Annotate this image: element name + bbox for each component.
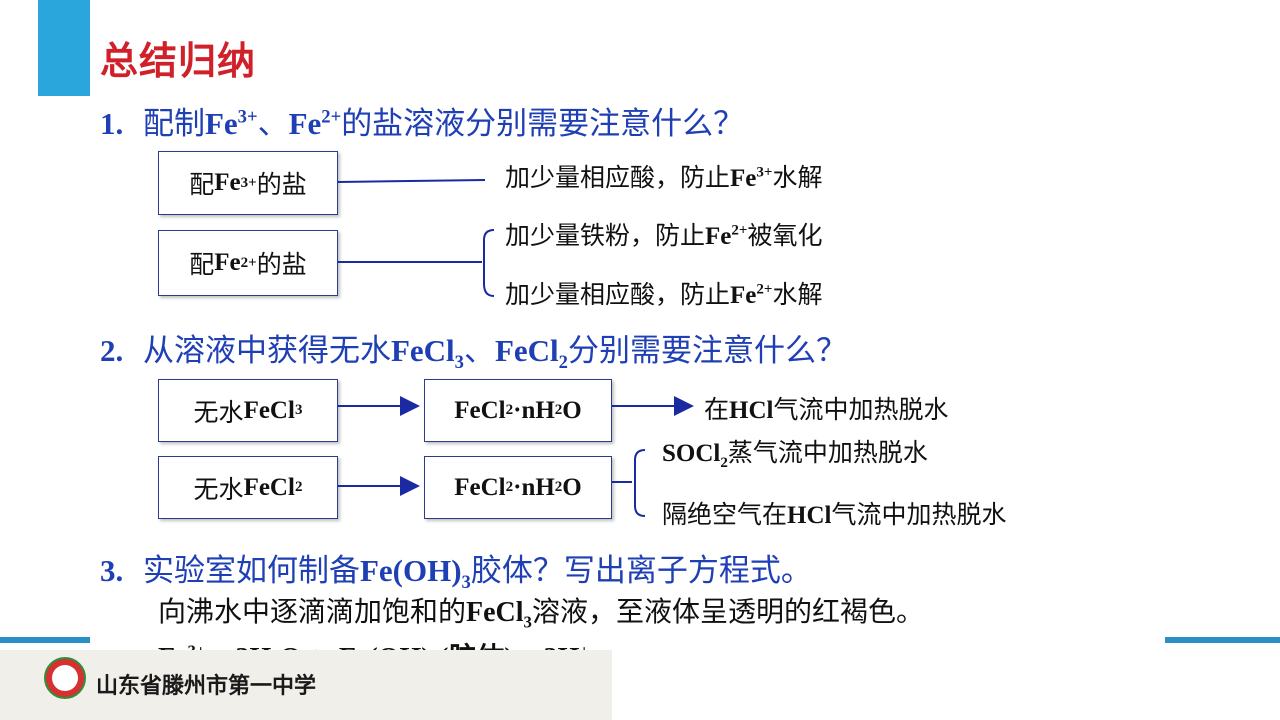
answer-1-1: 加少量相应酸，防止Fe3+水解 xyxy=(505,158,822,194)
q2-sub: 2 xyxy=(558,352,568,374)
box-sub: 2 xyxy=(505,402,514,418)
answer-1-2: 加少量铁粉，防止Fe2+被氧化 xyxy=(505,216,822,252)
q2-formula: FeCl xyxy=(494,333,559,368)
box-formula: O xyxy=(562,473,582,501)
answer-fe: Fe xyxy=(705,223,732,250)
question-1: 1. 配制Fe3+、Fe2+的盐溶液分别需要注意什么？ xyxy=(100,98,744,143)
answer-sup: 2+ xyxy=(756,281,773,298)
q1-fe: Fe xyxy=(204,106,238,141)
box-fe: Fe xyxy=(214,249,241,276)
answer-text: 隔绝空气在 xyxy=(662,500,788,529)
box-formula: FeCl xyxy=(243,473,295,501)
school-logo-icon xyxy=(44,657,86,699)
school-logo-inner xyxy=(52,665,78,691)
answer-text: 被氧化 xyxy=(747,221,823,250)
answer-sup: 3+ xyxy=(756,164,773,181)
q1-sup2: 2+ xyxy=(321,106,342,128)
box-sup: 3+ xyxy=(240,174,257,191)
answer-text: 加少量相应酸，防止 xyxy=(505,163,731,192)
q3-post: 胶体？写出离子方程式。 xyxy=(470,553,812,589)
box-sub: 3 xyxy=(294,402,303,418)
footer-line-right xyxy=(1165,637,1280,643)
answer-text: 水解 xyxy=(772,280,823,309)
box-text: 配 xyxy=(189,170,215,199)
q1-sup3: 3+ xyxy=(237,106,258,128)
answer-text: 气流中加热脱水 xyxy=(773,395,949,424)
slide-title: 总结归纳 xyxy=(100,39,257,83)
q3-sub: 3 xyxy=(461,572,471,594)
q1-sep: 、 xyxy=(257,106,289,142)
answer-2-3: 隔绝空气在HCl气流中加热脱水 xyxy=(662,495,1006,531)
school-name: 山东省滕州市第一中学 xyxy=(96,674,317,699)
q2-text: 从溶液中获得无水 xyxy=(142,333,391,369)
answer-formula: FeCl xyxy=(466,597,524,628)
box-sup: 2+ xyxy=(240,254,257,271)
box-sub: 2 xyxy=(505,479,514,495)
bracket xyxy=(634,449,646,517)
question-3: 3. 实验室如何制备Fe(OH)3胶体？写出离子方程式。 xyxy=(100,545,812,594)
answer-fe: Fe xyxy=(730,282,757,309)
answer-sub: 3 xyxy=(523,612,532,632)
box-text: 无水 xyxy=(193,474,244,504)
box-fe: Fe xyxy=(214,169,241,196)
question-2: 2. 从溶液中获得无水FeCl3、FeCl2分别需要注意什么？ xyxy=(100,325,847,374)
bracket xyxy=(483,229,495,297)
box-formula: FeCl xyxy=(454,473,506,501)
footer-band xyxy=(0,650,612,720)
footer-line-left xyxy=(0,637,90,643)
answer-text: 溶液，至液体呈透明的红褐色。 xyxy=(531,595,924,628)
q1-text: 配制 xyxy=(142,106,205,142)
box-formula: ·nH xyxy=(513,473,555,501)
answer-text: 水解 xyxy=(772,163,823,192)
answer-text: 加少量铁粉，防止 xyxy=(505,221,706,250)
box-text: 的盐 xyxy=(256,250,307,279)
box-text: 的盐 xyxy=(256,170,307,199)
box-formula: FeCl xyxy=(454,396,506,424)
answer-text: 气流中加热脱水 xyxy=(831,500,1007,529)
answer-text: 蒸气流中加热脱水 xyxy=(727,438,928,467)
q2-post: 分别需要注意什么？ xyxy=(567,333,847,369)
answer-text: 加少量相应酸，防止 xyxy=(505,280,731,309)
q3-formula: Fe(OH) xyxy=(359,553,462,588)
accent-bar xyxy=(38,0,90,96)
box-formula: O xyxy=(562,396,582,424)
answer-text: 向沸水中逐滴滴加饱和的 xyxy=(158,595,467,628)
answer-2-2: SOCl2蒸气流中加热脱水 xyxy=(662,433,928,472)
accent-underline xyxy=(38,94,90,96)
answer-2-1: 在HCl气流中加热脱水 xyxy=(704,390,948,426)
box-sub: 2 xyxy=(554,479,563,495)
answer-formula: SOCl xyxy=(662,440,721,467)
question-number: 2. xyxy=(100,333,124,368)
q2-sep: 、 xyxy=(463,333,495,369)
box-text: 配 xyxy=(189,250,215,279)
q2-formula: FeCl xyxy=(390,333,455,368)
q3-text: 实验室如何制备 xyxy=(142,553,360,589)
q1-fe2: Fe xyxy=(288,106,322,141)
question-number: 3. xyxy=(100,553,124,588)
box-text: 无水 xyxy=(193,397,244,427)
answer-1-3: 加少量相应酸，防止Fe2+水解 xyxy=(505,275,822,311)
box-formula: ·nH xyxy=(513,396,555,424)
box-sub: 2 xyxy=(554,402,563,418)
answer-formula: HCl xyxy=(787,502,832,529)
box-sub: 2 xyxy=(294,479,303,495)
connector-line xyxy=(337,179,486,183)
answer-sub: 2 xyxy=(720,455,728,471)
answer-sup: 2+ xyxy=(731,222,748,239)
answer-formula: HCl xyxy=(729,397,774,424)
q2-sub: 3 xyxy=(454,352,464,374)
answer-fe: Fe xyxy=(730,165,757,192)
question-number: 1. xyxy=(100,106,124,141)
box-formula: FeCl xyxy=(243,396,295,424)
q3-answer-line1: 向沸水中逐滴滴加饱和的FeCl3溶液，至液体呈透明的红褐色。 xyxy=(158,590,924,633)
answer-text: 在 xyxy=(704,395,730,424)
q1-post: 的盐溶液分别需要注意什么？ xyxy=(341,106,745,142)
